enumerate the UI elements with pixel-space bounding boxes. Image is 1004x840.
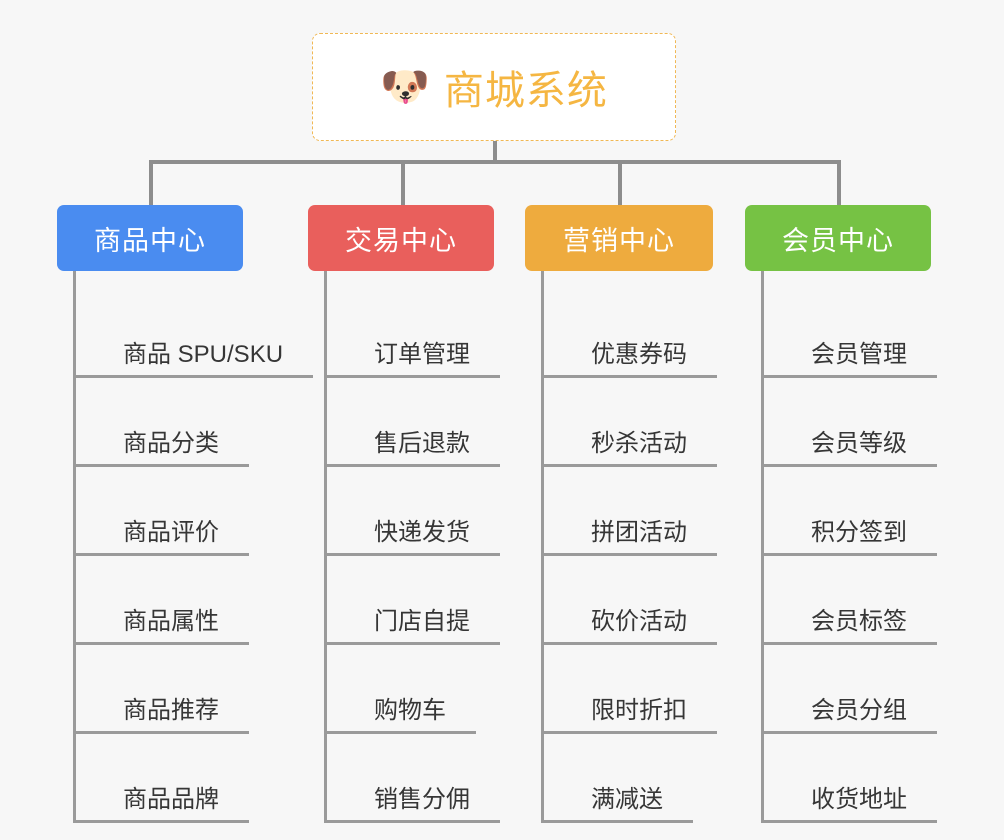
leaf-label: 会员等级 [764, 423, 937, 467]
list-item[interactable]: 拼团活动 [544, 467, 740, 556]
branch-trade-center: 交易中心 订单管理 售后退款 快递发货 门店自提 购物车 销售分佣 [308, 205, 524, 823]
root-node[interactable]: 🐶 商城系统 [312, 33, 676, 141]
leaf-label: 限时折扣 [544, 690, 717, 734]
list-item[interactable]: 售后退款 [327, 378, 524, 467]
leaf-label: 秒杀活动 [544, 423, 717, 467]
connector-drop-4 [837, 160, 841, 205]
connector-horizontal-bar [149, 160, 841, 164]
leaf-label: 商品属性 [76, 601, 249, 645]
list-item[interactable]: 商品品牌 [76, 734, 287, 823]
list-item[interactable]: 销售分佣 [327, 734, 524, 823]
leaf-label: 拼团活动 [544, 512, 717, 556]
list-item[interactable]: 订单管理 [327, 289, 524, 378]
leaf-label: 会员分组 [764, 690, 937, 734]
list-item[interactable]: 收货地址 [764, 734, 961, 823]
leaf-label: 商品分类 [76, 423, 249, 467]
leaf-label: 商品 SPU/SKU [76, 334, 314, 378]
list-item[interactable]: 购物车 [327, 645, 524, 734]
list-item[interactable]: 门店自提 [327, 556, 524, 645]
leaf-list-trade-center: 订单管理 售后退款 快递发货 门店自提 购物车 销售分佣 [324, 271, 524, 823]
leaf-list-member-center: 会员管理 会员等级 积分签到 会员标签 会员分组 收货地址 [761, 271, 961, 823]
leaf-label: 会员管理 [764, 334, 937, 378]
leaf-label: 门店自提 [327, 601, 500, 645]
leaf-list-product-center: 商品 SPU/SKU 商品分类 商品评价 商品属性 商品推荐 商品品牌 [73, 271, 314, 823]
list-item[interactable]: 会员标签 [764, 556, 961, 645]
dog-face-icon: 🐶 [380, 65, 430, 109]
leaf-label: 优惠券码 [544, 334, 717, 378]
list-item[interactable]: 商品评价 [76, 467, 287, 556]
list-item[interactable]: 商品分类 [76, 378, 287, 467]
leaf-label: 会员标签 [764, 601, 937, 645]
list-item[interactable]: 优惠券码 [544, 289, 740, 378]
leaf-label: 购物车 [327, 690, 476, 734]
leaf-label: 砍价活动 [544, 601, 717, 645]
branch-member-center: 会员中心 会员管理 会员等级 积分签到 会员标签 会员分组 收货地址 [745, 205, 961, 823]
branch-header-trade-center[interactable]: 交易中心 [308, 205, 494, 271]
branch-header-product-center[interactable]: 商品中心 [57, 205, 243, 271]
leaf-label: 商品推荐 [76, 690, 249, 734]
connector-drop-3 [618, 160, 622, 205]
branch-header-member-center[interactable]: 会员中心 [745, 205, 931, 271]
connector-drop-1 [149, 160, 153, 205]
leaf-label: 订单管理 [327, 334, 500, 378]
root-title: 商城系统 [443, 69, 608, 113]
list-item[interactable]: 会员等级 [764, 378, 961, 467]
list-item[interactable]: 秒杀活动 [544, 378, 740, 467]
leaf-label: 售后退款 [327, 423, 500, 467]
list-item[interactable]: 商品属性 [76, 556, 287, 645]
list-item[interactable]: 满减送 [544, 734, 740, 823]
list-item[interactable]: 商品推荐 [76, 645, 287, 734]
connector-stem [493, 141, 497, 163]
branch-marketing-center: 营销中心 优惠券码 秒杀活动 拼团活动 砍价活动 限时折扣 满减送 [525, 205, 740, 823]
leaf-label: 满减送 [544, 779, 693, 823]
leaf-label: 收货地址 [764, 779, 937, 823]
leaf-label: 快递发货 [327, 512, 500, 556]
list-item[interactable]: 积分签到 [764, 467, 961, 556]
list-item[interactable]: 快递发货 [327, 467, 524, 556]
connector-drop-2 [401, 160, 405, 205]
list-item[interactable]: 限时折扣 [544, 645, 740, 734]
branch-header-marketing-center[interactable]: 营销中心 [525, 205, 713, 271]
list-item[interactable]: 会员管理 [764, 289, 961, 378]
list-item[interactable]: 商品 SPU/SKU [76, 289, 314, 378]
leaf-label: 积分签到 [764, 512, 937, 556]
leaf-list-marketing-center: 优惠券码 秒杀活动 拼团活动 砍价活动 限时折扣 满减送 [541, 271, 740, 823]
branch-product-center: 商品中心 商品 SPU/SKU 商品分类 商品评价 商品属性 商品推荐 商品品牌 [57, 205, 314, 823]
leaf-label: 商品评价 [76, 512, 249, 556]
leaf-label: 商品品牌 [76, 779, 249, 823]
leaf-label: 销售分佣 [327, 779, 500, 823]
list-item[interactable]: 会员分组 [764, 645, 961, 734]
list-item[interactable]: 砍价活动 [544, 556, 740, 645]
